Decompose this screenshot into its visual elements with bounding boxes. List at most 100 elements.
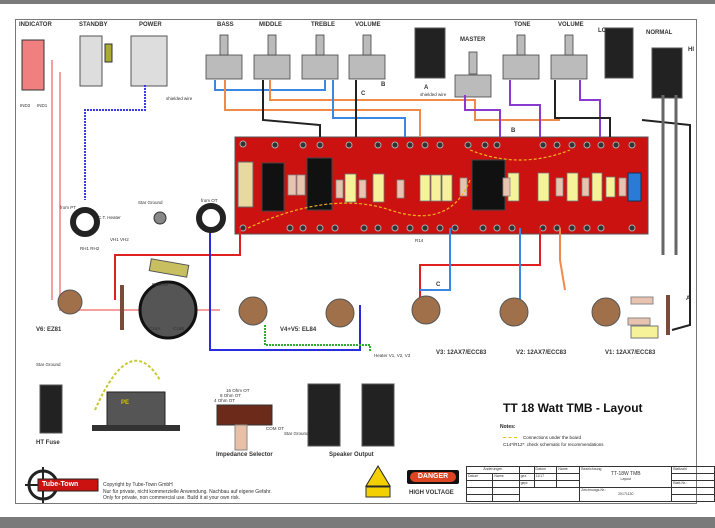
tb-product: TT-18W TMB [610, 471, 641, 477]
jack-a [414, 27, 446, 79]
tb-name: Name [556, 466, 581, 474]
under-board-connection [247, 179, 471, 229]
copyright-line-1: Copyright by Tube-Town GmbH [103, 482, 173, 488]
resistor-r28 [148, 258, 190, 278]
label-point-a: A [686, 296, 691, 302]
tb-gepr: gepr. [518, 480, 535, 488]
wire-orange [269, 80, 560, 121]
label-ind2: IND2 [20, 103, 31, 108]
speaker-jack-1 [307, 383, 341, 447]
tb-layout: Layout [620, 477, 632, 481]
wire-orange [224, 80, 421, 137]
tb-empty [465, 494, 494, 502]
tb-empty [533, 480, 558, 488]
iec-inlet [106, 391, 166, 428]
tb-drawing-number: 20171130 [618, 492, 634, 496]
tb-gez: gez. [518, 473, 535, 481]
label-from-pt: from PT [60, 205, 77, 210]
label-c15b: C15B [173, 326, 185, 331]
copyright-line-2: Nur für private, nicht kommerzielle Anwe… [103, 488, 272, 495]
iec-flange [92, 425, 180, 431]
label-middle: MIDDLE [259, 22, 282, 28]
page-title: TT 18 Watt TMB - Layout [503, 401, 643, 415]
tb-blattzahl: Blattzahl [671, 466, 715, 474]
tube-sockets [57, 289, 621, 328]
tb-empty [671, 494, 715, 502]
capacitor-c17 [471, 159, 506, 211]
label-hi: HI [688, 47, 694, 53]
label-star-ground: Star Ground [138, 200, 163, 205]
tb-empty [518, 487, 581, 502]
fuse-holder [104, 43, 113, 63]
v1-terminal-strip [666, 295, 670, 335]
terminal-strip [120, 285, 124, 330]
label-point-c-top: C [361, 91, 366, 97]
warning-sign-label [365, 486, 391, 498]
label-lo: LO [598, 28, 607, 34]
copyright-text: Copyright by Tube-Town GmbH Nur für priv… [103, 482, 272, 502]
label-tone: TONE [514, 22, 531, 28]
label-standby: STANDBY [79, 22, 108, 28]
resistor-r2 [630, 296, 654, 305]
label-v2: V2: 12AX7/ECC83 [516, 350, 567, 356]
wire-blue-ot [209, 225, 361, 351]
label-treble: TREBLE [311, 22, 335, 28]
tb-gez-date: 11/17 [533, 473, 558, 481]
capacitor-c13 [261, 162, 285, 212]
label-16ohm: 16 Ohm OT [226, 388, 250, 393]
label-r14: R14 [415, 238, 424, 243]
wire-red [114, 228, 241, 300]
wire-earth [94, 359, 161, 411]
label-point-a-top: A [424, 85, 429, 91]
tb-datum: Datum [533, 466, 558, 474]
jack-normal [651, 47, 683, 99]
resistor-r28-board [237, 161, 254, 208]
danger-text: DANGER [410, 472, 456, 482]
label-heater-v1v2v3: Heater V1, V2, V3 [374, 353, 411, 358]
notes-heading: Notes: [500, 424, 516, 430]
logo-text: Tube-Town [42, 481, 79, 488]
potentiometers [205, 34, 588, 98]
label-from-ot: from OT [201, 198, 218, 203]
tb-aenderungen: Änderungen [466, 466, 520, 474]
wire-purple [509, 80, 541, 137]
label-volume-2: VOLUME [558, 22, 584, 28]
label-pe: PE [121, 400, 130, 406]
tb-empty [465, 487, 494, 495]
capacitor-c16 [306, 157, 333, 211]
power-switch [130, 35, 168, 87]
label-r28: R28/5W [152, 282, 169, 287]
wire-green-heater [264, 325, 371, 352]
tb-empty [671, 473, 715, 481]
bottom-bar [0, 517, 715, 528]
capacitor-c3 [630, 325, 659, 339]
label-c15a: C15A [149, 326, 161, 331]
label-vh1-vh2: VH1 VH2 [110, 237, 129, 242]
under-board-connection [469, 149, 571, 161]
tb-blattnr: Blatt-Nr.: [671, 480, 715, 488]
danger-sign: DANGER [407, 470, 459, 484]
high-voltage-label: HIGH VOLTAGE [409, 490, 454, 496]
from-pt-grommet [70, 207, 100, 237]
label-shielded-wire-c: shielded wire [166, 96, 193, 101]
tb-empty [492, 480, 520, 488]
warning-sign-icon [365, 465, 391, 487]
wire-black [554, 80, 611, 137]
label-point-b-top: B [381, 82, 386, 88]
label-8ohm: 8 Ohm OT [220, 393, 242, 398]
impedance-shaft [234, 424, 248, 451]
board-resistors [287, 174, 627, 199]
board-turrets [239, 140, 636, 232]
label-ct-heater: C.T. Heater [98, 215, 121, 220]
note-line-1: Connections under the board [523, 435, 582, 440]
wire-purple [579, 80, 601, 137]
wire-purple [464, 95, 501, 137]
label-normal: NORMAL [646, 30, 673, 36]
tb-name2: Name [492, 473, 520, 481]
wire-red [419, 228, 541, 300]
label-impedance-selector: Impedance Selector [216, 452, 273, 458]
drawing-frame [15, 19, 697, 504]
label-ht-fuse: HT Fuse [36, 440, 60, 446]
speaker-jack-2 [361, 383, 395, 447]
